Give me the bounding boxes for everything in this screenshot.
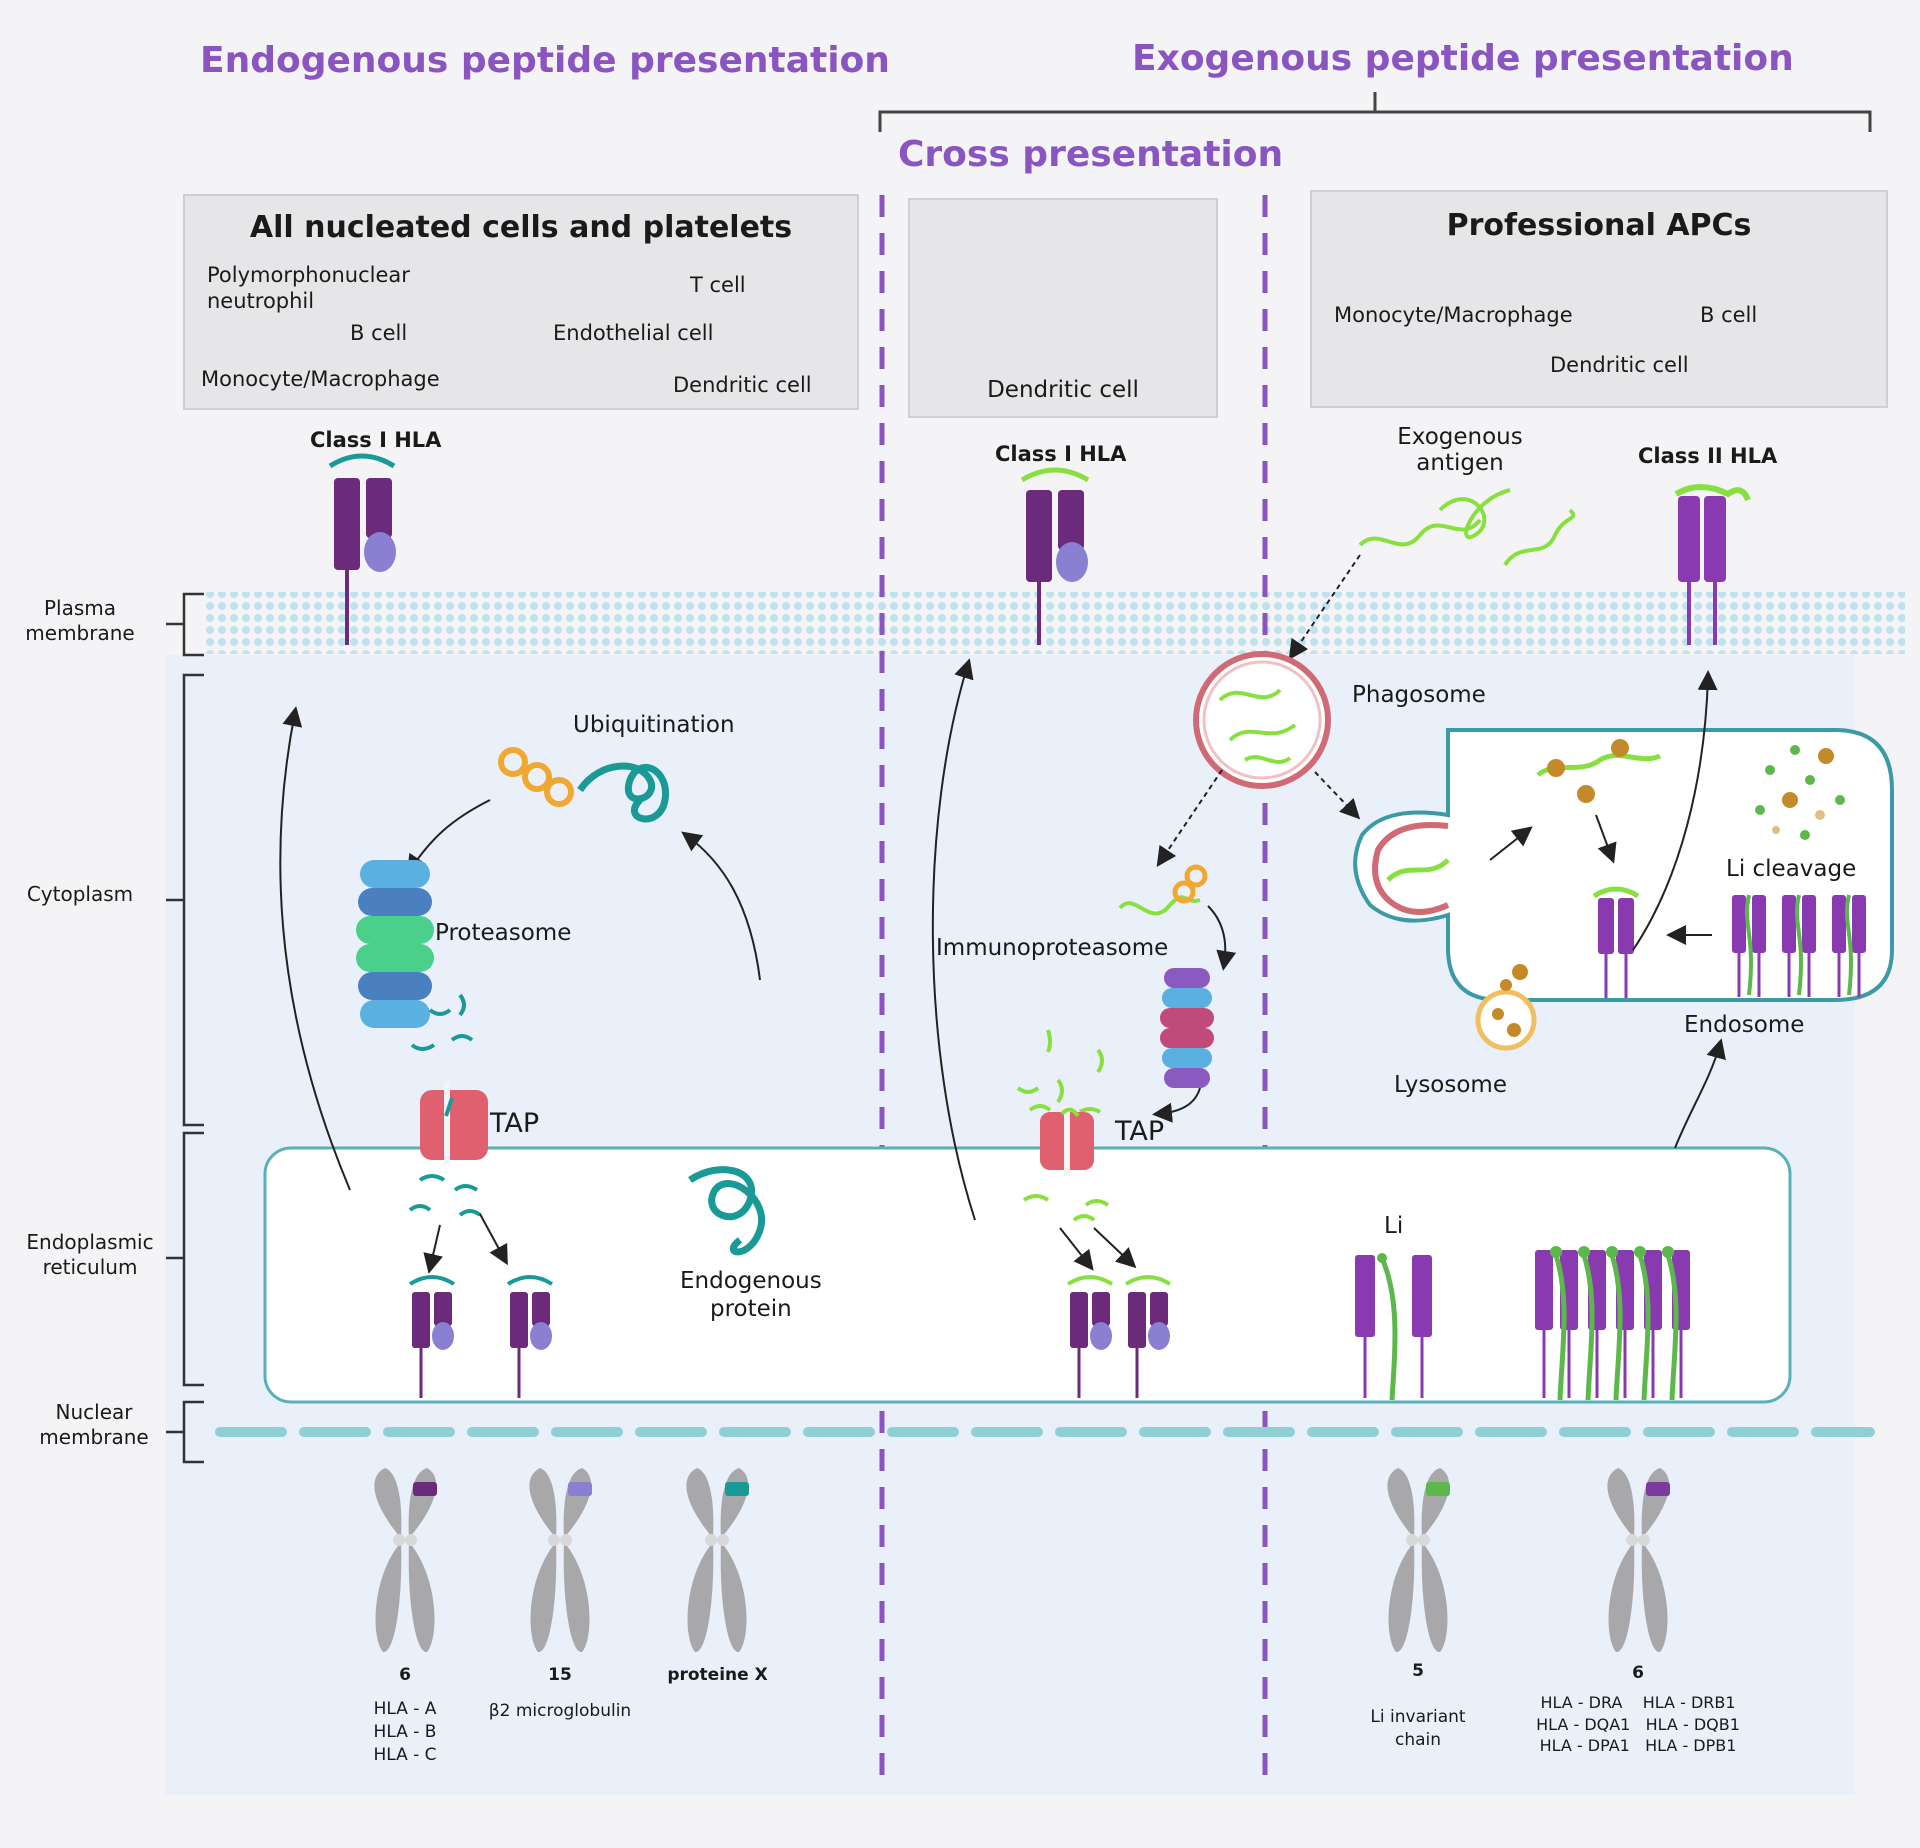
ubiquitin-chain-icon	[498, 747, 574, 807]
nucleated-cells-title: All nucleated cells and platelets	[249, 210, 793, 245]
label-endoplasmic-reticulum: Endoplasmic reticulum	[26, 1230, 154, 1279]
cell-type-b-cell: B cell	[350, 321, 408, 345]
er-class1-left-a	[408, 1275, 456, 1398]
exogenous-antigen-label: Exogenous antigen	[1397, 424, 1523, 477]
endosome-class2-icon	[1592, 886, 1640, 998]
proteasome-icon	[356, 860, 434, 1028]
chromosome-genes-5: HLA - DRA HLA - DRB1 HLA - DQA1 HLA - DQ…	[1536, 1693, 1740, 1756]
apc-monocyte: Monocyte/Macrophage	[1334, 303, 1573, 327]
label-cytoplasm: Cytoplasm	[26, 882, 134, 906]
class1-hla-mid-icon	[1020, 467, 1090, 645]
dendritic-cell-caption: Dendritic cell	[987, 377, 1139, 403]
class2-hla-icon	[1674, 484, 1751, 645]
chromosome-genes-2: β2 microglobulin	[488, 1701, 632, 1721]
chromosome-icon-2	[529, 1468, 592, 1653]
cell-type-dendritic: Dendritic cell	[673, 373, 812, 397]
endogenous-protein-label: Endogenous protein	[680, 1268, 822, 1322]
lysosome-label: Lysosome	[1394, 1072, 1507, 1098]
er-class1-mid-b	[1124, 1275, 1172, 1398]
chromosome-icon-5	[1607, 1468, 1670, 1653]
ubiquitination-label: Ubiquitination	[573, 712, 735, 738]
tap-left-icon	[420, 1082, 488, 1164]
apc-dendritic: Dendritic cell	[1550, 353, 1689, 377]
cell-type-neutrophil: Polymorphonuclear neutrophil	[207, 263, 410, 314]
label-plasma-membrane: Plasma membrane	[25, 596, 135, 645]
professional-apc-title: Professional APCs	[1446, 208, 1752, 243]
endoplasmic-reticulum	[263, 1146, 1792, 1404]
er-li-class2-cluster	[1535, 1246, 1690, 1401]
lysosome-icon	[1475, 964, 1537, 1051]
cell-type-t-cell: T cell	[690, 273, 746, 297]
class2-hla-label: Class II HLA	[1638, 444, 1778, 468]
chromosome-number-1: 6	[399, 1665, 411, 1685]
li-cleavage-label: Li cleavage	[1726, 856, 1857, 882]
class1-hla-left-icon	[328, 453, 396, 645]
chromosome-number-2: 15	[548, 1665, 572, 1685]
cell-type-monocyte: Monocyte/Macrophage	[201, 367, 440, 391]
endosome-li-class2-group	[1732, 894, 1866, 997]
chromosome-icon-1	[374, 1468, 437, 1653]
chromosome-icon-4	[1387, 1468, 1450, 1653]
class1-hla-mid-label: Class I HLA	[995, 442, 1127, 466]
er-class1-left-b	[506, 1275, 554, 1398]
tap-left-label: TAP	[490, 1108, 540, 1139]
tap-mid-label: TAP	[1115, 1116, 1165, 1147]
chromosome-number-3: proteine X	[667, 1665, 768, 1685]
proteasome-label: Proteasome	[435, 920, 572, 946]
tap-mid-icon	[1040, 1106, 1094, 1176]
plasma-membrane	[205, 592, 1905, 654]
immunoproteasome-icon	[1160, 968, 1214, 1088]
chromosome-genes-4: Li invariant chain	[1370, 1707, 1466, 1750]
li-label: Li	[1384, 1213, 1404, 1239]
er-li-class2-single	[1355, 1253, 1432, 1401]
label-nuclear-membrane: Nuclear membrane	[39, 1400, 149, 1449]
protein-squiggle	[577, 762, 669, 823]
cross-presentation-header: Cross presentation	[898, 134, 1284, 175]
endogenous-protein-squiggle	[688, 1166, 766, 1256]
chromosome-number-4: 5	[1412, 1661, 1424, 1681]
professional-apc-panel: Professional APCs Monocyte/Macrophage B …	[1310, 190, 1888, 408]
chromosome-icon-3	[686, 1468, 749, 1653]
class1-hla-left-label: Class I HLA	[310, 428, 442, 452]
cell-type-endothelial: Endothelial cell	[553, 321, 714, 345]
nucleated-cells-panel: All nucleated cells and platelets Polymo…	[183, 194, 859, 410]
apc-b-cell: B cell	[1700, 303, 1758, 327]
immunoproteasome-label: Immunoproteasome	[936, 935, 1169, 961]
exogenous-header: Exogenous peptide presentation	[1132, 38, 1794, 79]
er-class1-mid-a	[1066, 1275, 1114, 1398]
phagosome-icon	[1193, 651, 1331, 789]
chromosome-number-5: 6	[1632, 1663, 1644, 1683]
chromosome-genes-1: HLA - A HLA - B HLA - C	[373, 1699, 437, 1765]
phagosome-label: Phagosome	[1352, 682, 1486, 708]
endogenous-header: Endogenous peptide presentation	[200, 40, 890, 81]
dendritic-cell-panel: Dendritic cell	[908, 198, 1218, 418]
li-cleavage-fragments	[1755, 745, 1845, 840]
endosome-label: Endosome	[1684, 1012, 1805, 1038]
